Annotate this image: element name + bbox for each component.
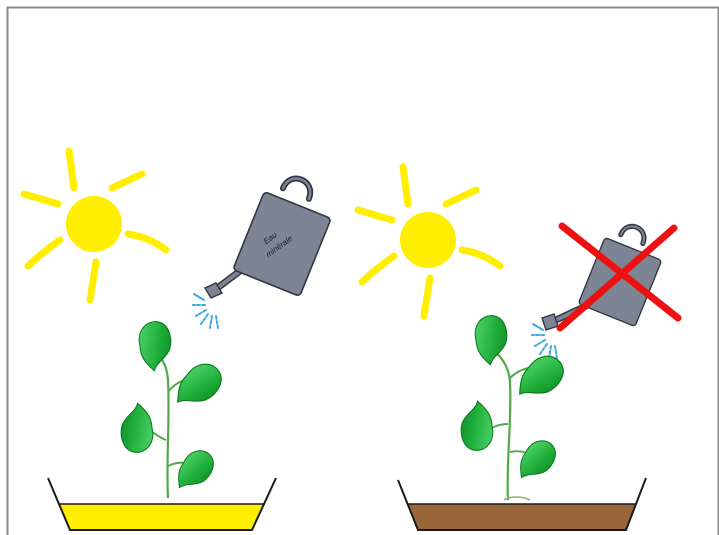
scene-left: Eau minérale xyxy=(24,151,340,531)
brown-soil xyxy=(408,504,636,530)
plant-icon xyxy=(109,315,226,499)
sun-icon xyxy=(358,167,500,316)
cross-out-icon xyxy=(556,222,682,332)
plant-icon xyxy=(449,309,568,501)
sun-icon xyxy=(24,151,166,300)
pot-icon xyxy=(47,477,277,531)
yellow-soil xyxy=(60,504,264,530)
scene-right xyxy=(358,167,682,531)
water-spray-icon xyxy=(192,293,219,329)
water-spray-icon xyxy=(531,323,558,359)
watering-can-icon: Eau minérale xyxy=(192,168,340,329)
pot-icon xyxy=(397,477,647,531)
